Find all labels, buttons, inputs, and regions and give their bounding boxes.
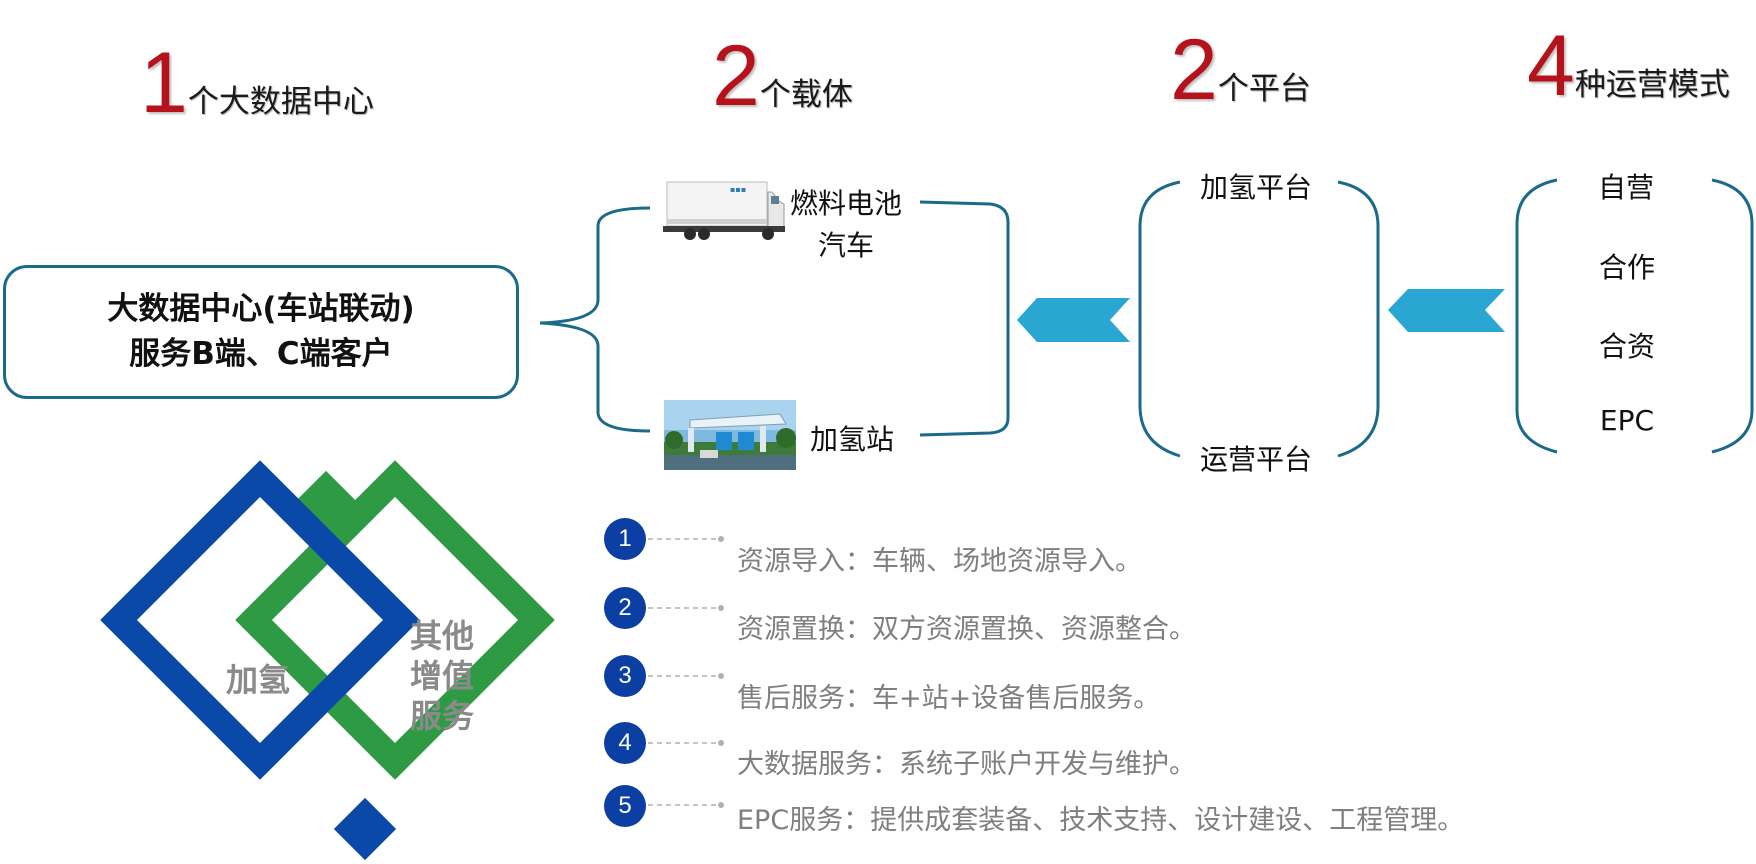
modes-left-paren <box>1515 178 1558 454</box>
hydrogen-station-icon <box>664 400 796 470</box>
heading-text: 个大数据中心 <box>187 84 374 120</box>
service-item: 大数据服务：系统子账户开发与维护。 <box>737 749 1196 780</box>
heading-modes: 4种运营模式 <box>1527 23 1730 109</box>
truck-label-line2: 汽车 <box>818 229 875 262</box>
service-item: 资源导入：车辆、场地资源导入。 <box>737 546 1142 577</box>
diamond-label-other-services: 其他 增值 服务 <box>410 616 474 736</box>
mode-item: 自营 <box>1597 171 1654 204</box>
service-number-badge: 2 <box>604 587 646 629</box>
heading-text: 个载体 <box>759 77 853 113</box>
blue-large-diamond <box>100 460 420 780</box>
diamond-label-hydrogen: 加氢 <box>226 661 291 699</box>
svg-text:▪▪▪: ▪▪▪ <box>730 185 746 194</box>
truck-icon: ▪▪▪ <box>663 181 785 240</box>
mode-item: 合资 <box>1598 330 1655 363</box>
heading-number: 2 <box>712 28 760 124</box>
heading-platforms: 2个平台 <box>1170 27 1311 113</box>
data-center-line1: 大数据中心(车站联动) <box>107 291 415 327</box>
service-item: 资源置换：双方资源置换、资源整合。 <box>737 614 1196 645</box>
truck-label: 燃料电池 汽车 <box>790 183 902 267</box>
diamond-label-line: 服务 <box>410 697 475 735</box>
arrow-chevron-1 <box>1017 298 1130 342</box>
data-center-line2: 服务B端、C端客户 <box>129 336 393 372</box>
mode-item: EPC <box>1599 404 1655 437</box>
diamond-label-line: 其他 <box>410 617 475 655</box>
diamond-graphic <box>100 460 555 861</box>
heading-text: 种运营模式 <box>1574 67 1730 103</box>
heading-text: 个平台 <box>1217 71 1311 107</box>
service-number-badge: 5 <box>604 785 646 827</box>
mode-item: 合作 <box>1598 251 1655 284</box>
service-item: EPC服务：提供成套装备、技术支持、设计建设、工程管理。 <box>737 805 1465 836</box>
platforms-right-paren <box>1337 180 1380 458</box>
service-item: 售后服务：车+站+设备售后服务。 <box>737 683 1161 714</box>
service-number-badge: 4 <box>604 722 646 764</box>
service-number-badge: 1 <box>604 518 646 560</box>
service-number-badge: 3 <box>604 655 646 697</box>
platforms-left-paren <box>1138 180 1181 458</box>
service-leaders <box>648 536 724 808</box>
platform-top-label: 加氢平台 <box>1200 171 1313 204</box>
data-center-box: 大数据中心(车站联动) 服务B端、C端客户 <box>3 265 519 399</box>
diamond-label-line: 增值 <box>410 657 475 695</box>
truck-label-line1: 燃料电池 <box>790 187 903 220</box>
modes-right-paren <box>1711 178 1754 454</box>
heading-number: 4 <box>1527 18 1575 114</box>
platform-bottom-label: 运营平台 <box>1200 443 1313 476</box>
arrow-chevron-2 <box>1388 289 1505 332</box>
curly-brace <box>539 206 651 433</box>
blue-small-diamond <box>333 797 397 861</box>
carrier-right-bracket <box>919 200 1010 437</box>
heading-carriers: 2个载体 <box>712 33 853 119</box>
heading-number: 2 <box>1170 22 1218 118</box>
heading-data-center: 1个大数据中心 <box>140 40 374 126</box>
heading-number: 1 <box>140 35 188 131</box>
station-label: 加氢站 <box>810 423 895 456</box>
